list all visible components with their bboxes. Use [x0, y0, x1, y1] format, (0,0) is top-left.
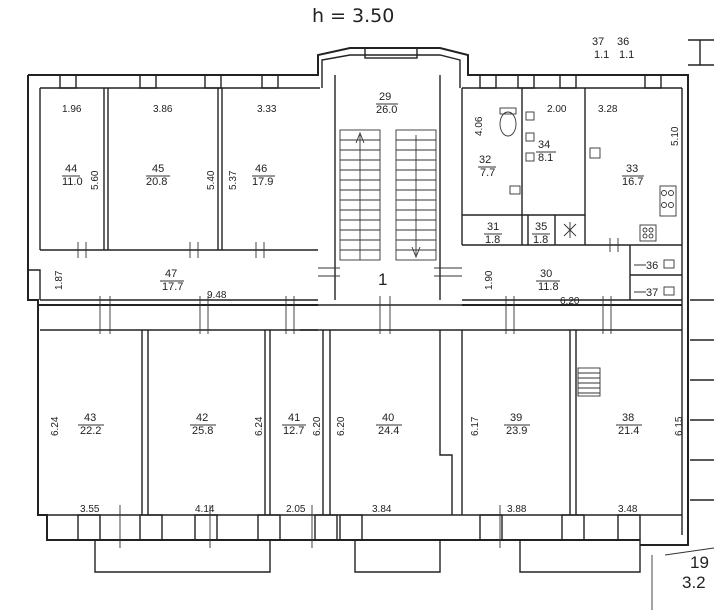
room-32-area: 7.7	[480, 167, 495, 179]
room-34-number: 34	[538, 139, 550, 151]
dim-43-height: 6.24	[50, 416, 61, 436]
dim-46-width: 3.33	[257, 104, 277, 115]
dim-40-height: 6.20	[336, 416, 347, 436]
dim-42-height: 6.24	[254, 416, 265, 436]
room-47-area: 17.7	[162, 281, 183, 293]
door-marks	[77, 238, 619, 548]
dim-30-height: 1.90	[484, 270, 495, 290]
stair-label: 1	[378, 270, 387, 289]
corner-room-36-area: 1.1	[619, 49, 634, 61]
room-39-number: 39	[510, 412, 522, 424]
room-39-area: 23.9	[506, 425, 527, 437]
dim-33-width: 3.28	[598, 104, 618, 115]
room-46-area: 17.9	[252, 176, 273, 188]
top-windows	[59, 47, 662, 89]
room-42-area: 25.8	[192, 425, 213, 437]
dim-47-height: 1.87	[54, 270, 65, 290]
outer-walls	[27, 47, 689, 546]
room-32-number: 32	[479, 154, 491, 166]
sheet-number: 19	[690, 553, 709, 572]
dim-30-width: 6.20	[560, 296, 580, 307]
dim-44-width: 1.96	[62, 104, 82, 115]
room-46-number: 46	[255, 163, 267, 175]
dim-40-width: 3.84	[372, 504, 392, 515]
room-30-number: 30	[540, 268, 552, 280]
dim-45-width: 3.86	[153, 104, 173, 115]
room-40-number: 40	[382, 412, 394, 424]
corner-room-37-num: 37	[592, 36, 604, 48]
room-45-area: 20.8	[146, 176, 167, 188]
dim-41-width: 2.05	[286, 504, 306, 515]
dim-38-width: 3.48	[618, 504, 638, 515]
dim-42-width: 4.14	[195, 504, 215, 515]
small-stair	[577, 367, 601, 397]
corner-room-37-area: 1.1	[594, 49, 609, 61]
room-34-area: 8.1	[538, 152, 553, 164]
bottom-windows	[77, 514, 641, 573]
dim-39-width: 3.88	[507, 504, 527, 515]
dim-41-height: 6.20	[312, 416, 323, 436]
dim-44-height: 5.60	[90, 170, 101, 190]
room-44-number: 44	[65, 163, 77, 175]
dim-33-height: 5.10	[670, 126, 681, 146]
room-30-area: 11.8	[538, 281, 559, 293]
room-31-area: 1.8	[485, 234, 500, 246]
room-38-number: 38	[622, 412, 634, 424]
room-41-area: 12.7	[283, 425, 304, 437]
room-33-number: 33	[626, 163, 638, 175]
sheet-sub: 3.2	[682, 573, 706, 592]
dim-38-height: 6.15	[674, 416, 685, 436]
dim-43-width: 3.55	[80, 504, 100, 515]
room-43-number: 43	[84, 412, 96, 424]
room-41-number: 41	[288, 412, 300, 424]
dim-32-height: 4.06	[474, 116, 485, 136]
room-47-number: 47	[165, 268, 177, 280]
dim-39-height: 6.17	[470, 416, 481, 436]
room-36-number: 36	[646, 260, 658, 272]
room-38-area: 21.4	[618, 425, 639, 437]
right-edge-fragment	[651, 39, 714, 610]
room-44-area: 11.0	[62, 176, 83, 188]
dimension-labels: 1.96 3.86 3.33 3.28 2.00 9.48 6.20 3.55 …	[50, 104, 685, 515]
dim-34-width: 2.00	[547, 104, 567, 115]
room-labels: 44 11.0 45 20.8 46 17.9 29 26.0 32 7.7 3…	[62, 91, 658, 437]
room-35-area: 1.8	[533, 234, 548, 246]
stairs	[339, 129, 437, 261]
room-42-number: 42	[196, 412, 208, 424]
height-label: h = 3.50	[312, 5, 394, 27]
dim-45-height: 5.40	[206, 170, 217, 190]
room-40-area: 24.4	[378, 425, 399, 437]
room-45-number: 45	[152, 163, 164, 175]
room-31-number: 31	[487, 221, 499, 233]
room-33-area: 16.7	[622, 176, 643, 188]
room-29-number: 29	[379, 91, 391, 103]
room-35-number: 35	[535, 221, 547, 233]
room-43-area: 22.2	[80, 425, 101, 437]
room-29-area: 26.0	[376, 104, 397, 116]
interior-walls	[38, 88, 682, 515]
room-37-number: 37	[646, 287, 658, 299]
corner-room-36-num: 36	[617, 36, 629, 48]
dim-47-width: 9.48	[207, 290, 227, 301]
dim-46-height: 5.37	[228, 170, 239, 190]
fixtures	[499, 107, 677, 296]
